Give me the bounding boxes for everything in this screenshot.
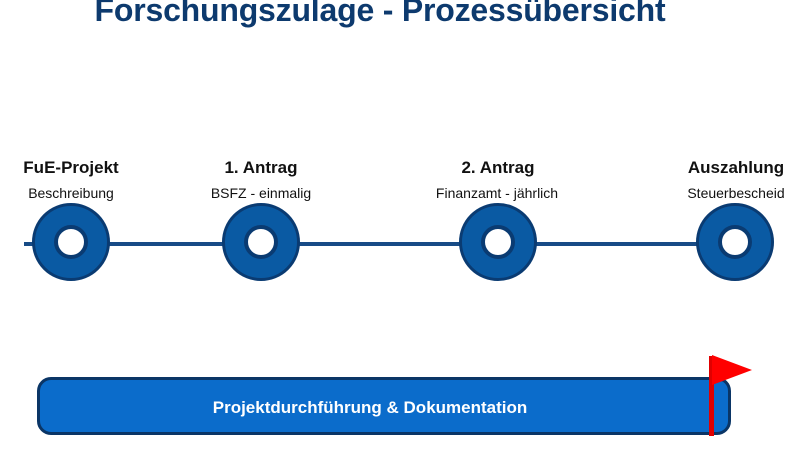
step-title: Auszahlung (687, 158, 785, 177)
page-title: Forschungszulage - Prozessübersicht (94, 0, 666, 28)
step-title: 2. Antrag (461, 158, 535, 177)
step-subtitle: Steuerbescheid (687, 185, 785, 201)
timeline-line (24, 242, 754, 246)
step-title: FuE-Projekt (23, 158, 119, 177)
ring-node-icon (696, 203, 774, 281)
project-execution-bar: Projektdurchführung & Dokumentation (37, 377, 731, 435)
ring-node-icon (222, 203, 300, 281)
ring-node-icon (32, 203, 110, 281)
step-subtitle: Finanzamt - jährlich (435, 185, 559, 201)
step-title: 1. Antrag (224, 158, 298, 177)
step-subtitle: Beschreibung (28, 185, 114, 201)
step-subtitle: BSFZ - einmalig (210, 185, 312, 201)
bar-label: Projektdurchführung & Dokumentation (212, 398, 528, 417)
ring-node-icon (459, 203, 537, 281)
